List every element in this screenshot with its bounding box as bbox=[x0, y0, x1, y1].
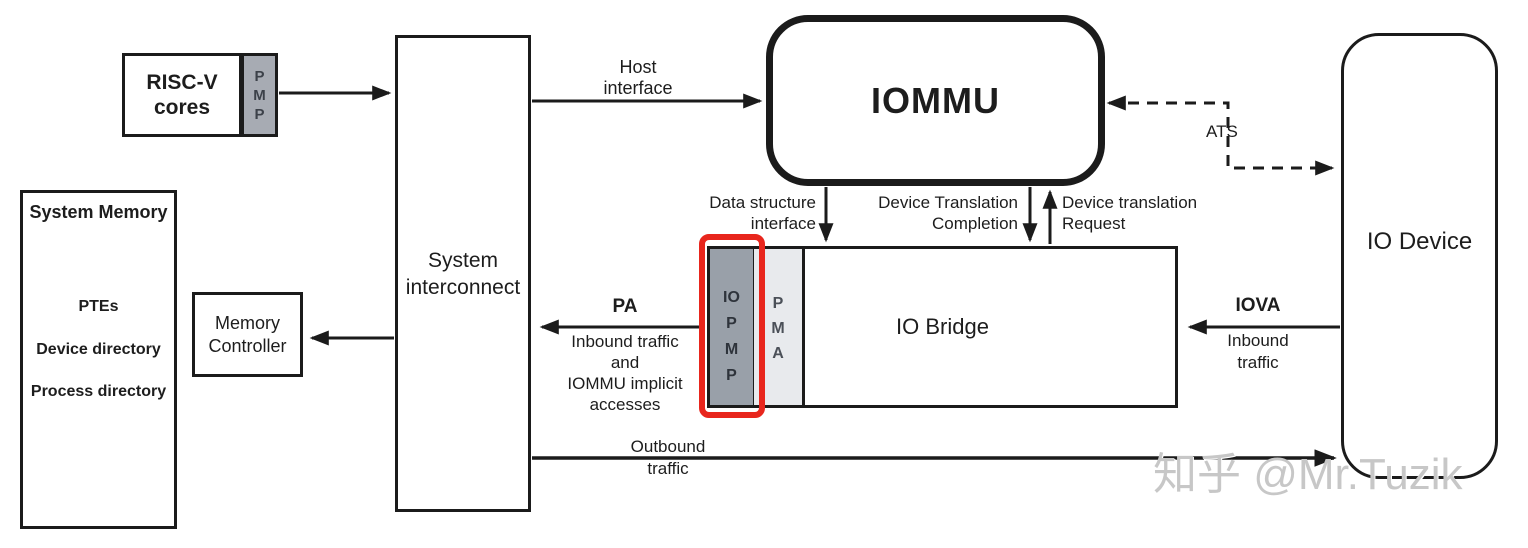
system-interconnect-label: System interconnect bbox=[405, 248, 521, 299]
data-structure-interface-label: Data structure interface bbox=[709, 193, 816, 233]
system-memory-item-process-directory: Process directory bbox=[30, 383, 167, 400]
host-interface-label: Host interface bbox=[603, 57, 673, 98]
io-device-box: IO Device bbox=[1341, 33, 1498, 479]
iommu-box: IOMMU bbox=[766, 15, 1105, 186]
iova-label: IOVA bbox=[1235, 295, 1281, 316]
system-memory-title: System Memory bbox=[29, 202, 168, 222]
pmp-box: P M P bbox=[241, 53, 278, 137]
device-translation-completion-label: Device Translation Completion bbox=[878, 193, 1018, 233]
ats-label: ATS bbox=[1206, 122, 1238, 141]
arrow-ats-dashed bbox=[1106, 95, 1335, 176]
pa-description-label: Inbound traffic and IOMMU implicit acces… bbox=[567, 332, 683, 414]
iova-description-label: Inbound traffic bbox=[1227, 331, 1289, 372]
system-memory-item-device-directory: Device directory bbox=[36, 341, 161, 358]
outbound-traffic-label: Outbound traffic bbox=[630, 437, 706, 478]
pa-label: PA bbox=[612, 296, 638, 317]
memory-controller-label: Memory Controller bbox=[208, 312, 287, 356]
zhihu-watermark: 知乎 @Mr.Tuzik bbox=[1153, 450, 1463, 499]
iopmp-highlight-outline bbox=[699, 234, 765, 418]
pmp-label: P M P bbox=[253, 67, 266, 123]
pma-label: P M A bbox=[771, 295, 785, 362]
system-memory-item-ptes: PTEs bbox=[78, 298, 119, 315]
iopmp-label: IO P M P bbox=[723, 289, 740, 384]
io-bridge-label: IO Bridge bbox=[896, 314, 989, 339]
io-device-label: IO Device bbox=[1366, 228, 1473, 255]
device-translation-request-label: Device translation Request bbox=[1062, 193, 1198, 233]
iommu-label: IOMMU bbox=[871, 79, 1000, 121]
system-memory-box: System Memory PTEs Device directory Proc… bbox=[20, 190, 177, 529]
riscv-cores-box: RISC-V cores bbox=[122, 53, 242, 137]
system-interconnect-box: System interconnect bbox=[395, 35, 531, 512]
iopmp-box: IO P M P bbox=[707, 246, 756, 408]
memory-controller-box: Memory Controller bbox=[192, 292, 303, 377]
riscv-cores-label: RISC-V cores bbox=[146, 71, 218, 119]
